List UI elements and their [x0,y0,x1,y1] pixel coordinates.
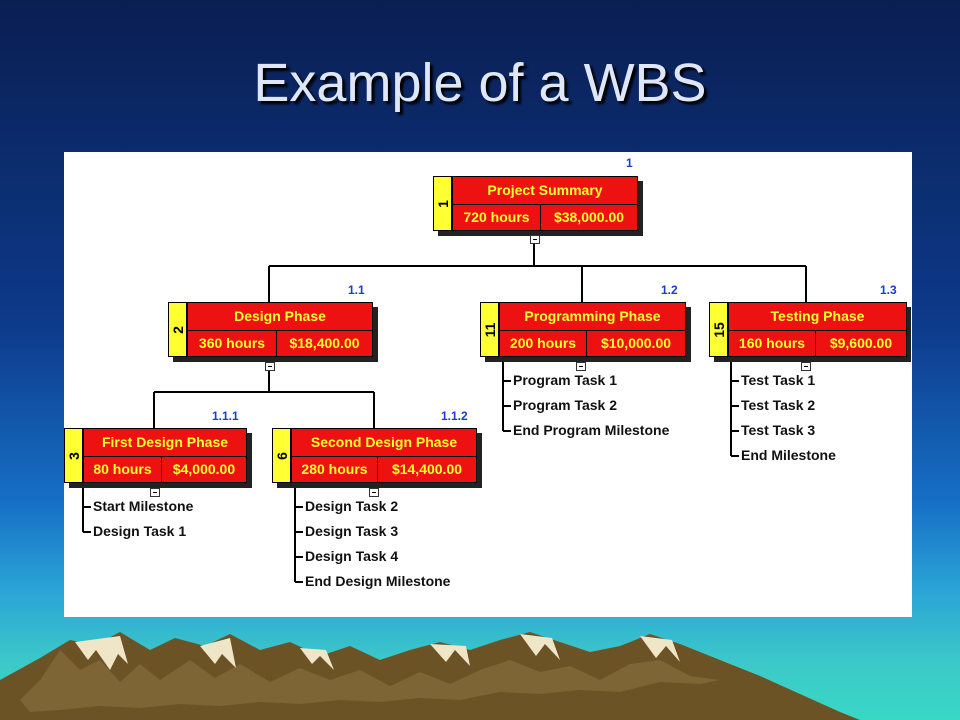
collapse-icon[interactable] [530,235,540,244]
wbs-code-design: 1.1 [348,283,365,297]
slide-title: Example of a WBS [253,53,707,113]
task-item: Design Task 2 [305,498,399,514]
wbs-node-first-design-phase[interactable]: 3 First Design Phase 80 hours $4,000.00 [64,428,252,488]
collapse-icon[interactable] [150,488,160,497]
node-hours: 720 hours [453,204,541,230]
task-item: End Design Milestone [305,573,451,589]
task-item: Test Task 2 [741,397,816,413]
node-hours: 200 hours [500,330,587,356]
node-title: Testing Phase [729,303,906,331]
task-item: Test Task 3 [741,422,816,438]
node-title: Second Design Phase [292,429,476,457]
collapse-icon[interactable] [801,362,811,371]
task-item: Design Task 3 [305,523,399,539]
task-item: Program Task 1 [513,372,618,388]
mountain-decoration [0,632,860,720]
task-item: Design Task 4 [305,548,399,564]
node-title: Programming Phase [500,303,685,331]
node-number-badge: 15 [709,302,728,357]
node-title: Design Phase [188,303,372,331]
wbs-code-first-design: 1.1.1 [212,409,239,423]
wbs-node-project-summary[interactable]: 1 Project Summary 720 hours $38,000.00 [433,176,643,236]
wbs-code-root: 1 [626,156,633,170]
node-title: First Design Phase [84,429,246,457]
wbs-node-testing-phase[interactable]: 15 Testing Phase 160 hours $9,600.00 [709,302,911,362]
node-cost: $38,000.00 [553,209,625,225]
node-cost: $14,400.00 [391,461,463,477]
collapse-icon[interactable] [369,488,379,497]
node-number-badge: 1 [433,176,452,231]
wbs-code-programming: 1.2 [661,283,678,297]
task-item: Start Milestone [93,498,194,514]
task-item: End Milestone [741,447,836,463]
task-item: Design Task 1 [93,523,187,539]
wbs-node-second-design-phase[interactable]: 6 Second Design Phase 280 hours $14,400.… [272,428,482,488]
node-cost: $18,400.00 [289,335,360,351]
collapse-icon[interactable] [576,362,586,371]
node-cost: $9,600.00 [829,335,893,351]
connector-lines [82,244,807,583]
node-number-badge: 11 [480,302,499,357]
node-hours: 160 hours [729,330,816,356]
node-number-badge: 3 [64,428,83,483]
node-cost: $4,000.00 [172,461,236,477]
wbs-node-design-phase[interactable]: 2 Design Phase 360 hours $18,400.00 [168,302,378,362]
wbs-code-second-design: 1.1.2 [441,409,468,423]
wbs-diagram-panel: 1 1 Project Summary 720 hours $38,000.00… [64,152,912,617]
task-item: Program Task 2 [513,397,618,413]
wbs-node-programming-phase[interactable]: 11 Programming Phase 200 hours $10,000.0… [480,302,691,362]
node-number-badge: 2 [168,302,187,357]
task-item: Test Task 1 [741,372,816,388]
task-item: End Program Milestone [513,422,670,438]
node-hours: 80 hours [84,456,162,482]
node-cost: $10,000.00 [600,335,672,351]
node-title: Project Summary [453,177,637,205]
node-hours: 360 hours [188,330,277,356]
node-hours: 280 hours [292,456,378,482]
collapse-icon[interactable] [265,362,275,371]
wbs-code-testing: 1.3 [880,283,897,297]
node-number-badge: 6 [272,428,291,483]
